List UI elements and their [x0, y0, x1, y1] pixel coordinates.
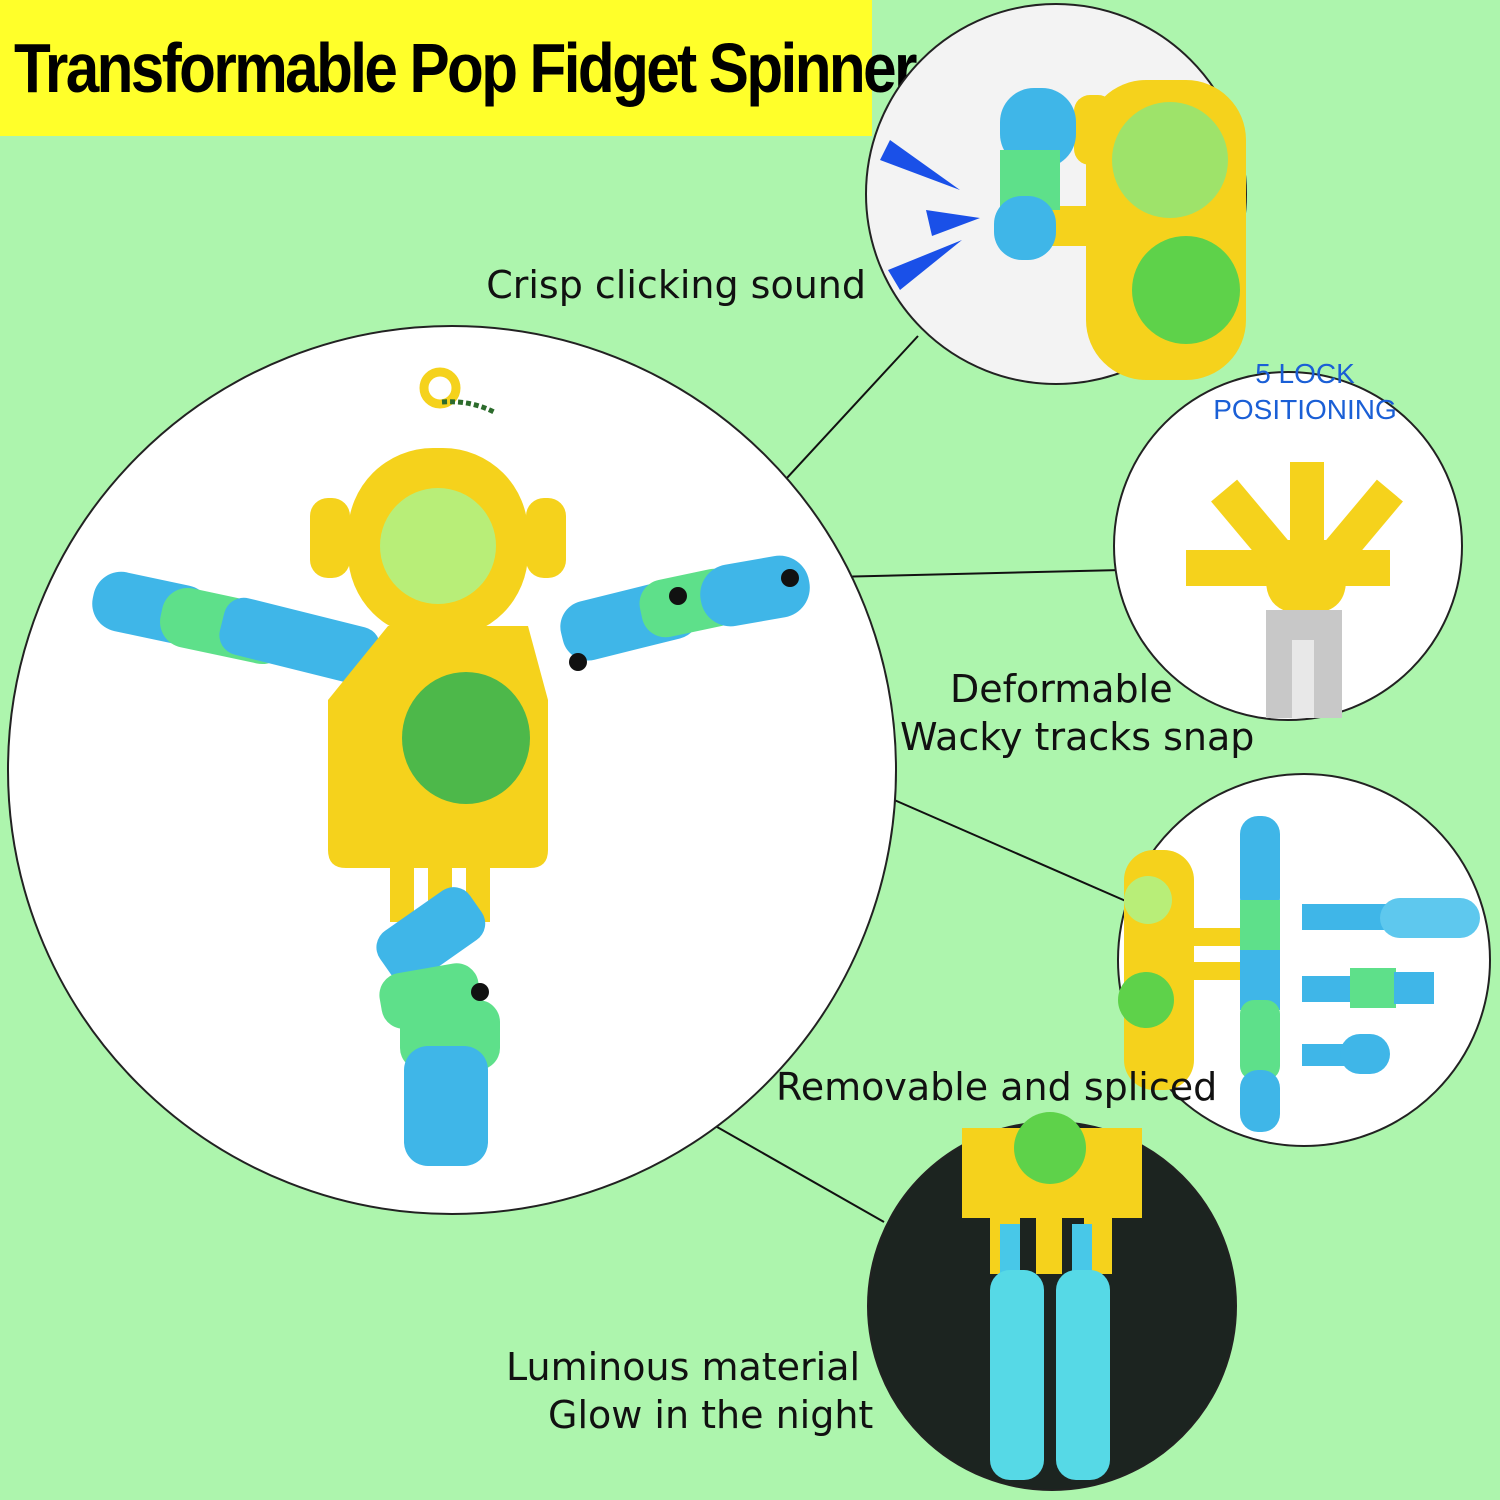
sound-detail-circle [865, 3, 1247, 385]
caption-removable: Removable and spliced [776, 1065, 1218, 1109]
caption-deformable: Deformable Wacky tracks snap [900, 666, 1254, 761]
main-toy-circle [7, 325, 897, 1215]
caption-deformable-line2: Wacky tracks snap [900, 714, 1255, 759]
lock-detail-circle [1113, 371, 1463, 721]
caption-glow-line2: Glow in the night [548, 1392, 874, 1437]
page-title: Transformable Pop Fidget Spinner [14, 29, 917, 107]
caption-glow: Luminous material Glow in the night [506, 1344, 873, 1439]
lock-positioning-label: 5 LOCK POSITIONING [1180, 356, 1430, 428]
caption-glow-line1: Luminous material [506, 1345, 861, 1389]
lock-label-line2: POSITIONING [1213, 394, 1397, 425]
lock-label-line1: 5 LOCK [1255, 358, 1355, 389]
title-banner: Transformable Pop Fidget Spinner [0, 0, 917, 136]
sound-wave-icon [880, 140, 960, 190]
glow-detail-circle [867, 1112, 1237, 1491]
caption-sound: Crisp clicking sound [486, 263, 866, 307]
removable-detail-circle [1117, 773, 1491, 1147]
caption-deformable-line1: Deformable [950, 667, 1173, 711]
